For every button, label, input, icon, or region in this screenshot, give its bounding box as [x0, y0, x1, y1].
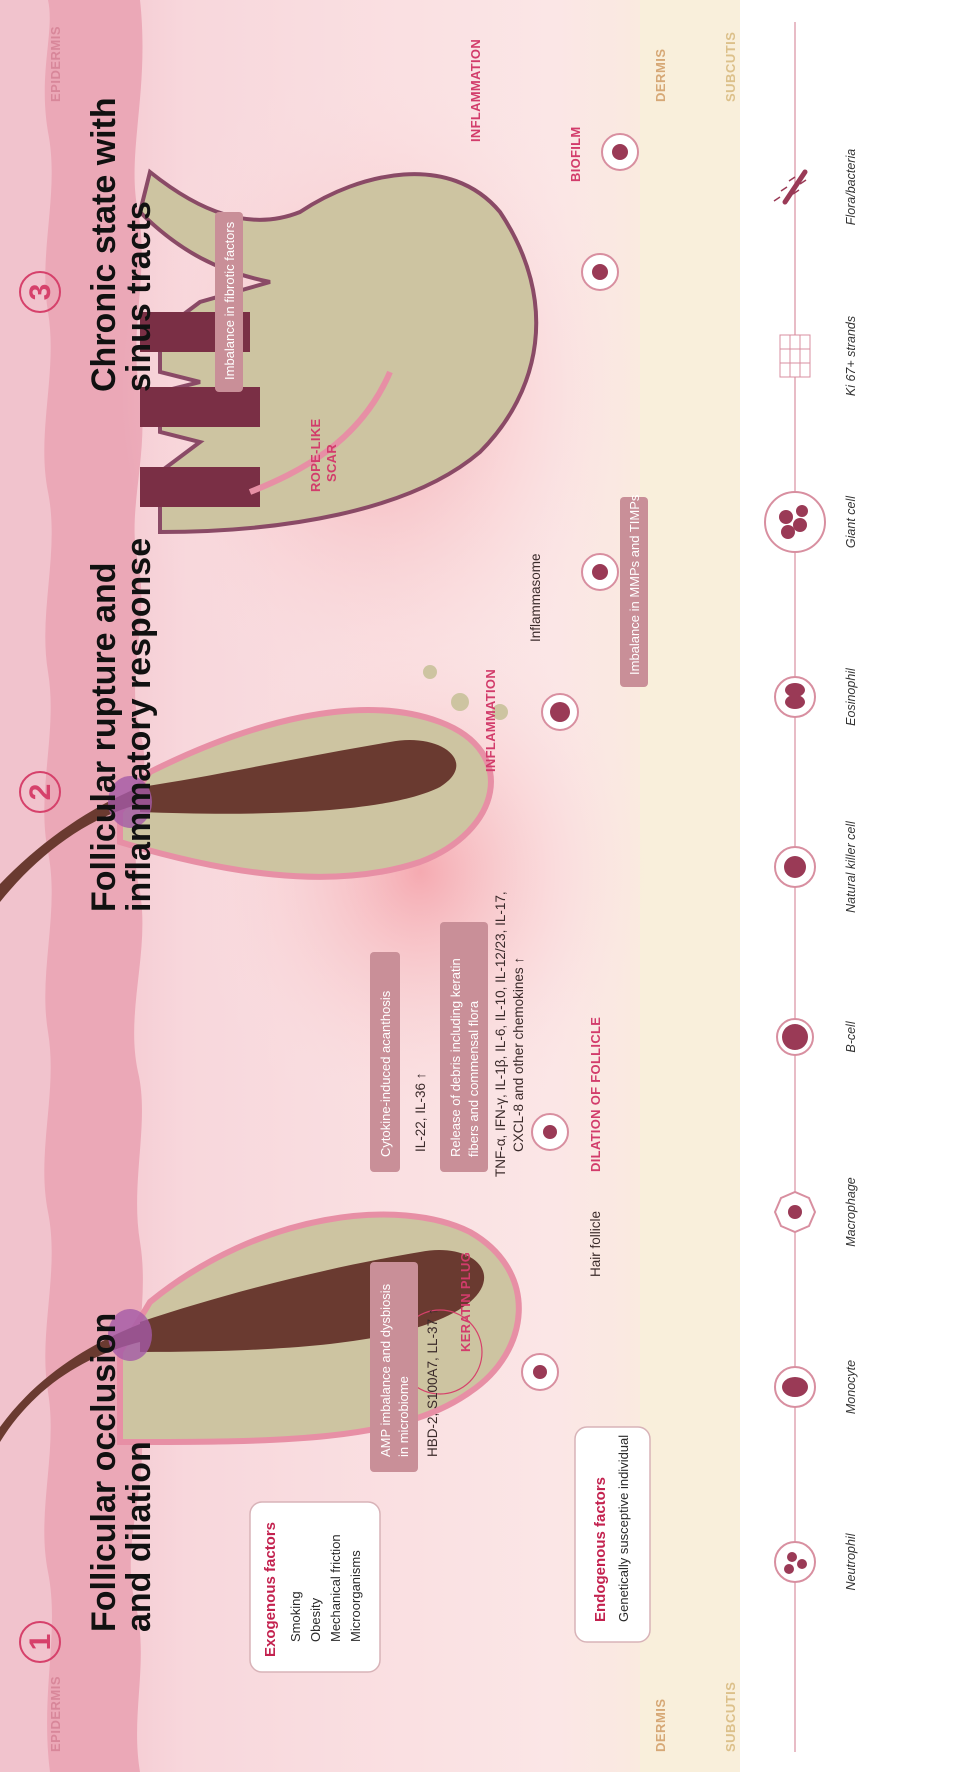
- exogenous-item-2: Obesity: [308, 1597, 323, 1642]
- rope-scar-label-1: ROPE-LIKE: [308, 418, 323, 492]
- cytokines-line2: CXCL-8 and other chemokines ↑: [511, 957, 526, 1152]
- amp-detail: HBD-2, S100A7, LL-37 ↑: [425, 1308, 440, 1457]
- acanthosis-detail: IL-22, IL-36 ↑: [413, 1072, 428, 1152]
- macrophage-icon: [775, 1192, 815, 1232]
- stage-2-number: 2: [24, 784, 57, 801]
- legend-label-nk-cell: Natural killer cell: [844, 820, 858, 913]
- acanthosis-text: Cytokine-induced acanthosis: [378, 990, 393, 1157]
- layer-subcutis-left: SUBCUTIS: [723, 1682, 738, 1752]
- amp-line1: AMP imbalance and dysbiosis: [378, 1283, 393, 1457]
- neutrophil-icon: [775, 1542, 815, 1582]
- stage-3-number: 3: [24, 284, 57, 301]
- stage-2-title-line2: inflammatory response: [120, 538, 158, 912]
- exogenous-title: Exogenous factors: [262, 1522, 279, 1657]
- dilation-label: DILATION OF FOLLICLE: [588, 1017, 603, 1172]
- subcutis-band: [640, 0, 740, 1772]
- legend-label-bacteria: Flora/bacteria: [844, 149, 858, 225]
- legend-label-monocyte: Monocyte: [844, 1360, 858, 1414]
- biofilm-label: BIOFILM: [568, 126, 583, 182]
- legend-label-neutrophil: Neutrophil: [844, 1532, 858, 1590]
- debris-line1: Release of debris including keratin: [448, 958, 463, 1157]
- legend-label-b-cell: B-cell: [844, 1020, 858, 1052]
- cytokines-line1: TNF-α, IFN-γ, IL-1β, IL-6, IL-10, IL-12/…: [493, 891, 508, 1177]
- mmps-text: Imbalance in MMPs and TIMPs: [627, 494, 642, 675]
- debris-2: [423, 665, 437, 679]
- stage-2-title-line1: Follicular rupture and: [85, 563, 123, 912]
- stage-3-title-line1: Chronic state with: [85, 97, 123, 392]
- layer-epidermis-right: EPIDERMIS: [48, 26, 63, 102]
- stage-1-number: 1: [24, 1634, 57, 1651]
- amp-line2: in microbiome: [396, 1376, 411, 1457]
- layer-dermis-right: DERMIS: [653, 48, 668, 102]
- layer-subcutis-right: SUBCUTIS: [723, 32, 738, 102]
- sinus-channel-2: [140, 387, 260, 427]
- layer-dermis-left: DERMIS: [653, 1698, 668, 1752]
- inflammation-label-3: INFLAMMATION: [468, 39, 483, 142]
- debris-1: [451, 693, 469, 711]
- endogenous-title: Endogenous factors: [592, 1477, 609, 1622]
- sinus-channel-1: [140, 467, 260, 507]
- stage-1-title-line2: and dilation: [120, 1441, 158, 1632]
- debris-line2: fibers and commensal flora: [466, 1000, 481, 1157]
- inflammation-label-2: INFLAMMATION: [483, 669, 498, 772]
- fibrotic-text: Imbalance in fibrotic factors: [222, 221, 237, 380]
- stage-1-title-line1: Follicular occlusion: [85, 1313, 123, 1632]
- layer-epidermis-left: EPIDERMIS: [48, 1676, 63, 1752]
- exogenous-item-4: Microorganisms: [348, 1550, 363, 1642]
- stage-3-title-line2: sinus tracts: [120, 201, 158, 392]
- ki67-icon: [780, 335, 810, 377]
- b-cell-icon: [777, 1019, 813, 1055]
- legend-label-ki67: Ki 67+ strands: [844, 316, 858, 396]
- monocyte-icon: [775, 1367, 815, 1407]
- exogenous-item-3: Mechanical friction: [328, 1534, 343, 1642]
- nk-cell-icon: [775, 847, 815, 887]
- eosinophil-icon: [775, 677, 815, 717]
- exogenous-item-1: Smoking: [288, 1591, 303, 1642]
- rope-scar-label-2: SCAR: [324, 444, 339, 482]
- keratin-plug-label: KERATIN PLUG: [458, 1252, 473, 1352]
- legend-label-eosinophil: Eosinophil: [844, 667, 858, 726]
- inflammasome-label: Inflammasome: [528, 553, 543, 642]
- hair-follicle-label: Hair follicle: [588, 1211, 603, 1277]
- endogenous-box: [575, 1427, 650, 1642]
- endogenous-subtitle: Genetically susceptive individual: [616, 1435, 631, 1622]
- legend-label-giant-cell: Giant cell: [844, 495, 858, 548]
- giant-cell-icon: [765, 492, 825, 552]
- legend-label-macrophage: Macrophage: [844, 1177, 858, 1247]
